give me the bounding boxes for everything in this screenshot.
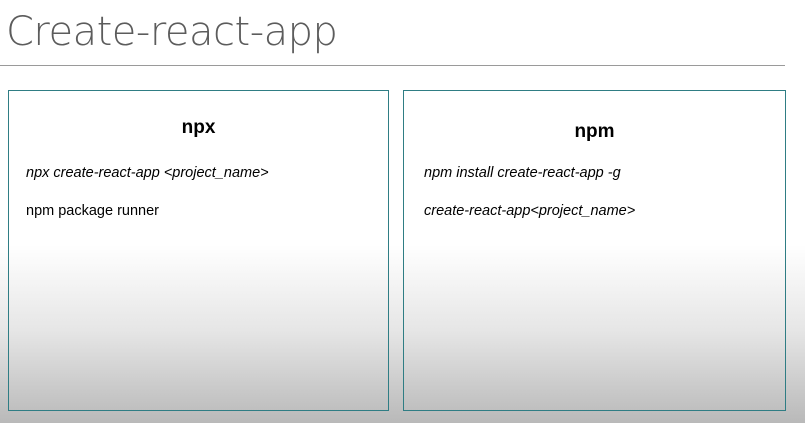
npx-command-text: npx create-react-app <project_name> xyxy=(26,165,269,181)
slide-title: Create-react-app xyxy=(6,9,338,55)
title-divider xyxy=(0,65,785,66)
npm-create-command-text: create-react-app<project_name> xyxy=(424,203,636,219)
npm-card-heading: npm xyxy=(574,121,615,142)
npx-card-heading: npx xyxy=(181,117,216,138)
npx-card: npx npx create-react-app <project_name> … xyxy=(8,90,389,411)
npm-card: npm npm install create-react-app -g crea… xyxy=(403,90,786,411)
npx-description-text: npm package runner xyxy=(26,203,159,219)
npm-install-command-text: npm install create-react-app -g xyxy=(424,165,621,181)
